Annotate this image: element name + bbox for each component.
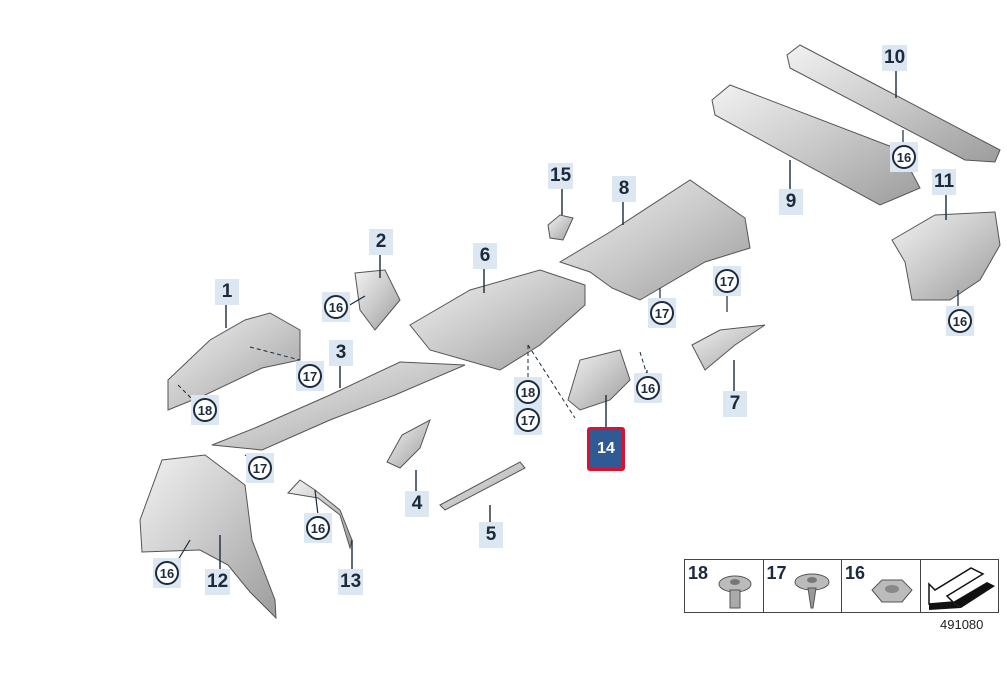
fastener-callout-16[interactable]: 16 [636, 376, 660, 400]
legend-cell-arrow[interactable] [921, 560, 999, 612]
part-label-2[interactable]: 2 [369, 229, 393, 255]
part-13-shape [287, 479, 353, 550]
part-label-15[interactable]: 15 [548, 163, 574, 189]
fastener-callout-17[interactable]: 17 [248, 456, 272, 480]
push-rivet-icon [718, 575, 752, 609]
legend-cell-18[interactable]: 18 [685, 560, 764, 612]
fastener-callout-16[interactable]: 16 [892, 145, 916, 169]
part-label-7[interactable]: 7 [723, 391, 747, 417]
legend-label: 18 [688, 563, 709, 583]
part-7-shape [691, 324, 766, 371]
part-6-shape [409, 269, 586, 371]
drawing-code: 491080 [940, 617, 984, 632]
fastener-callout-16[interactable]: 16 [155, 561, 179, 585]
fastener-callout-17[interactable]: 17 [298, 364, 322, 388]
fastener-callout-17[interactable]: 17 [516, 408, 540, 432]
screw-clip-icon [794, 573, 829, 609]
fastener-callout-18[interactable]: 18 [516, 380, 540, 404]
part-14-shape [567, 349, 631, 411]
part-label-10[interactable]: 10 [882, 45, 908, 71]
part-label-13[interactable]: 13 [338, 569, 364, 595]
part-8-shape [558, 179, 751, 301]
part-label-14-selected[interactable]: 14 [587, 427, 625, 471]
part-label-9[interactable]: 9 [779, 189, 803, 215]
part-10-shape [786, 44, 1001, 163]
part-3-shape [211, 361, 466, 451]
part-15-shape [547, 214, 574, 241]
fastener-legend: 18 17 16 [684, 559, 999, 613]
fastener-callout-16[interactable]: 16 [948, 309, 972, 333]
part-label-4[interactable]: 4 [405, 491, 429, 517]
part-label-5[interactable]: 5 [479, 522, 503, 548]
direction-arrow-icon [927, 567, 995, 610]
part-5-shape [439, 461, 526, 511]
fastener-callout-17[interactable]: 17 [650, 301, 674, 325]
legend-cell-17[interactable]: 17 [764, 560, 842, 612]
fastener-callout-16[interactable]: 16 [324, 295, 348, 319]
part-label-1[interactable]: 1 [215, 279, 239, 305]
part-label-8[interactable]: 8 [612, 176, 636, 202]
part-label-3[interactable]: 3 [329, 340, 353, 366]
part-label-11[interactable]: 11 [932, 169, 957, 195]
part-4-shape [386, 418, 431, 469]
fastener-callout-17[interactable]: 17 [715, 269, 739, 293]
part-label-12[interactable]: 12 [205, 569, 231, 595]
legend-label: 17 [766, 563, 787, 583]
part-12-shape [139, 454, 277, 620]
fastener-callout-18[interactable]: 18 [193, 398, 217, 422]
hex-nut-icon [871, 579, 913, 603]
part-label-6[interactable]: 6 [473, 243, 497, 269]
part-9-shape [711, 84, 921, 206]
fastener-callout-16[interactable]: 16 [306, 516, 330, 540]
legend-cell-16[interactable]: 16 [842, 560, 921, 612]
part-11-shape [891, 211, 1001, 301]
part-2-shape [354, 269, 401, 331]
legend-label: 16 [845, 563, 866, 583]
part-1-shape [167, 312, 301, 411]
